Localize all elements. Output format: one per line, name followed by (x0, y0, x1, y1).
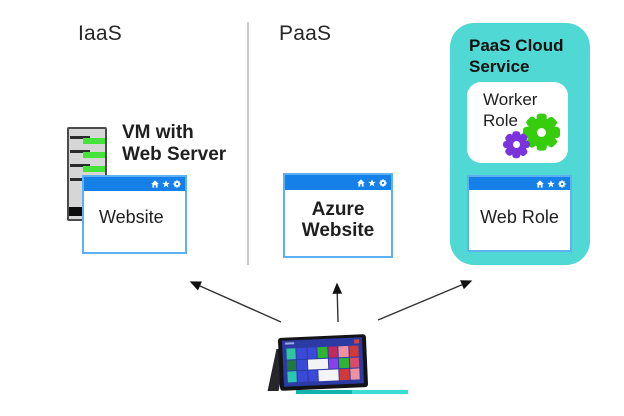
column-header-iaas: IaaS (78, 22, 122, 45)
browser-titlebar (285, 175, 391, 190)
keyboard-bar (296, 390, 408, 394)
tile (296, 347, 307, 359)
gear-icon-green (523, 114, 560, 152)
browser-title-text: Azure Website (285, 199, 391, 242)
arrow-to-iaas (189, 281, 282, 323)
tile (287, 371, 298, 383)
star-icon (368, 178, 376, 186)
home-icon (151, 180, 159, 188)
tile (349, 368, 360, 380)
server-slot-line (70, 136, 90, 139)
arrow-to-paas (332, 282, 343, 323)
panel-title: PaaS Cloud Service (469, 36, 564, 77)
server-slot-line (70, 150, 90, 153)
star-icon (547, 179, 555, 187)
vm-with-web-server-label: VM with Web Server (122, 122, 226, 166)
browser-window-web-role: Web Role (467, 175, 572, 252)
screen-status-text (285, 342, 295, 345)
tile (338, 345, 349, 357)
browser-titlebar (84, 177, 185, 191)
tile (349, 357, 360, 369)
gear-ring (527, 118, 556, 147)
browser-title-text: Website (99, 207, 164, 227)
tile (297, 371, 308, 383)
browser-titlebar (469, 177, 570, 190)
tile (338, 357, 349, 369)
azure-website-line2: Website (301, 220, 375, 242)
tile (286, 359, 297, 371)
azure-website-line1: Azure (311, 199, 365, 220)
gear-icon-purple (503, 131, 530, 159)
server-slot-line (70, 164, 90, 167)
server-slot-line (70, 178, 90, 181)
browser-window-azure-website: Azure Website (283, 173, 393, 258)
tile (317, 346, 328, 358)
tile (348, 345, 359, 357)
gear-icon (558, 179, 566, 188)
server-led-bar (83, 166, 105, 172)
tile (307, 347, 318, 359)
browser-window-website: Website (82, 175, 187, 254)
tablet-screen (282, 337, 364, 387)
worker-role-box: Worker Role (467, 82, 568, 163)
vm-label-line1: VM with (122, 122, 194, 143)
column-divider (247, 22, 249, 265)
screen-status-tile (354, 339, 360, 344)
gear-icon (379, 178, 387, 187)
tablet-tiles (286, 345, 360, 383)
gear-icon (173, 180, 181, 188)
home-icon (536, 179, 544, 188)
column-header-paas: PaaS (279, 22, 332, 45)
server-led-bar (83, 152, 105, 158)
browser-title-text: Web Role (480, 207, 559, 227)
tile (339, 369, 350, 381)
server-led-bar (83, 138, 105, 144)
home-icon (357, 178, 365, 187)
gear-ring (506, 134, 527, 155)
keyboard-bar-shadow (296, 390, 352, 394)
tile (308, 370, 319, 382)
worker-role-label: Worker Role (483, 90, 538, 131)
tile (328, 346, 338, 358)
tile (297, 359, 308, 371)
tile (307, 358, 328, 370)
star-icon (162, 180, 170, 188)
arrow-to-paas-cloud (377, 280, 473, 321)
tile (318, 369, 339, 382)
vm-label-line2: Web Server (122, 143, 227, 165)
tile (286, 348, 297, 360)
tablet-device (277, 334, 369, 391)
tile (328, 357, 339, 370)
